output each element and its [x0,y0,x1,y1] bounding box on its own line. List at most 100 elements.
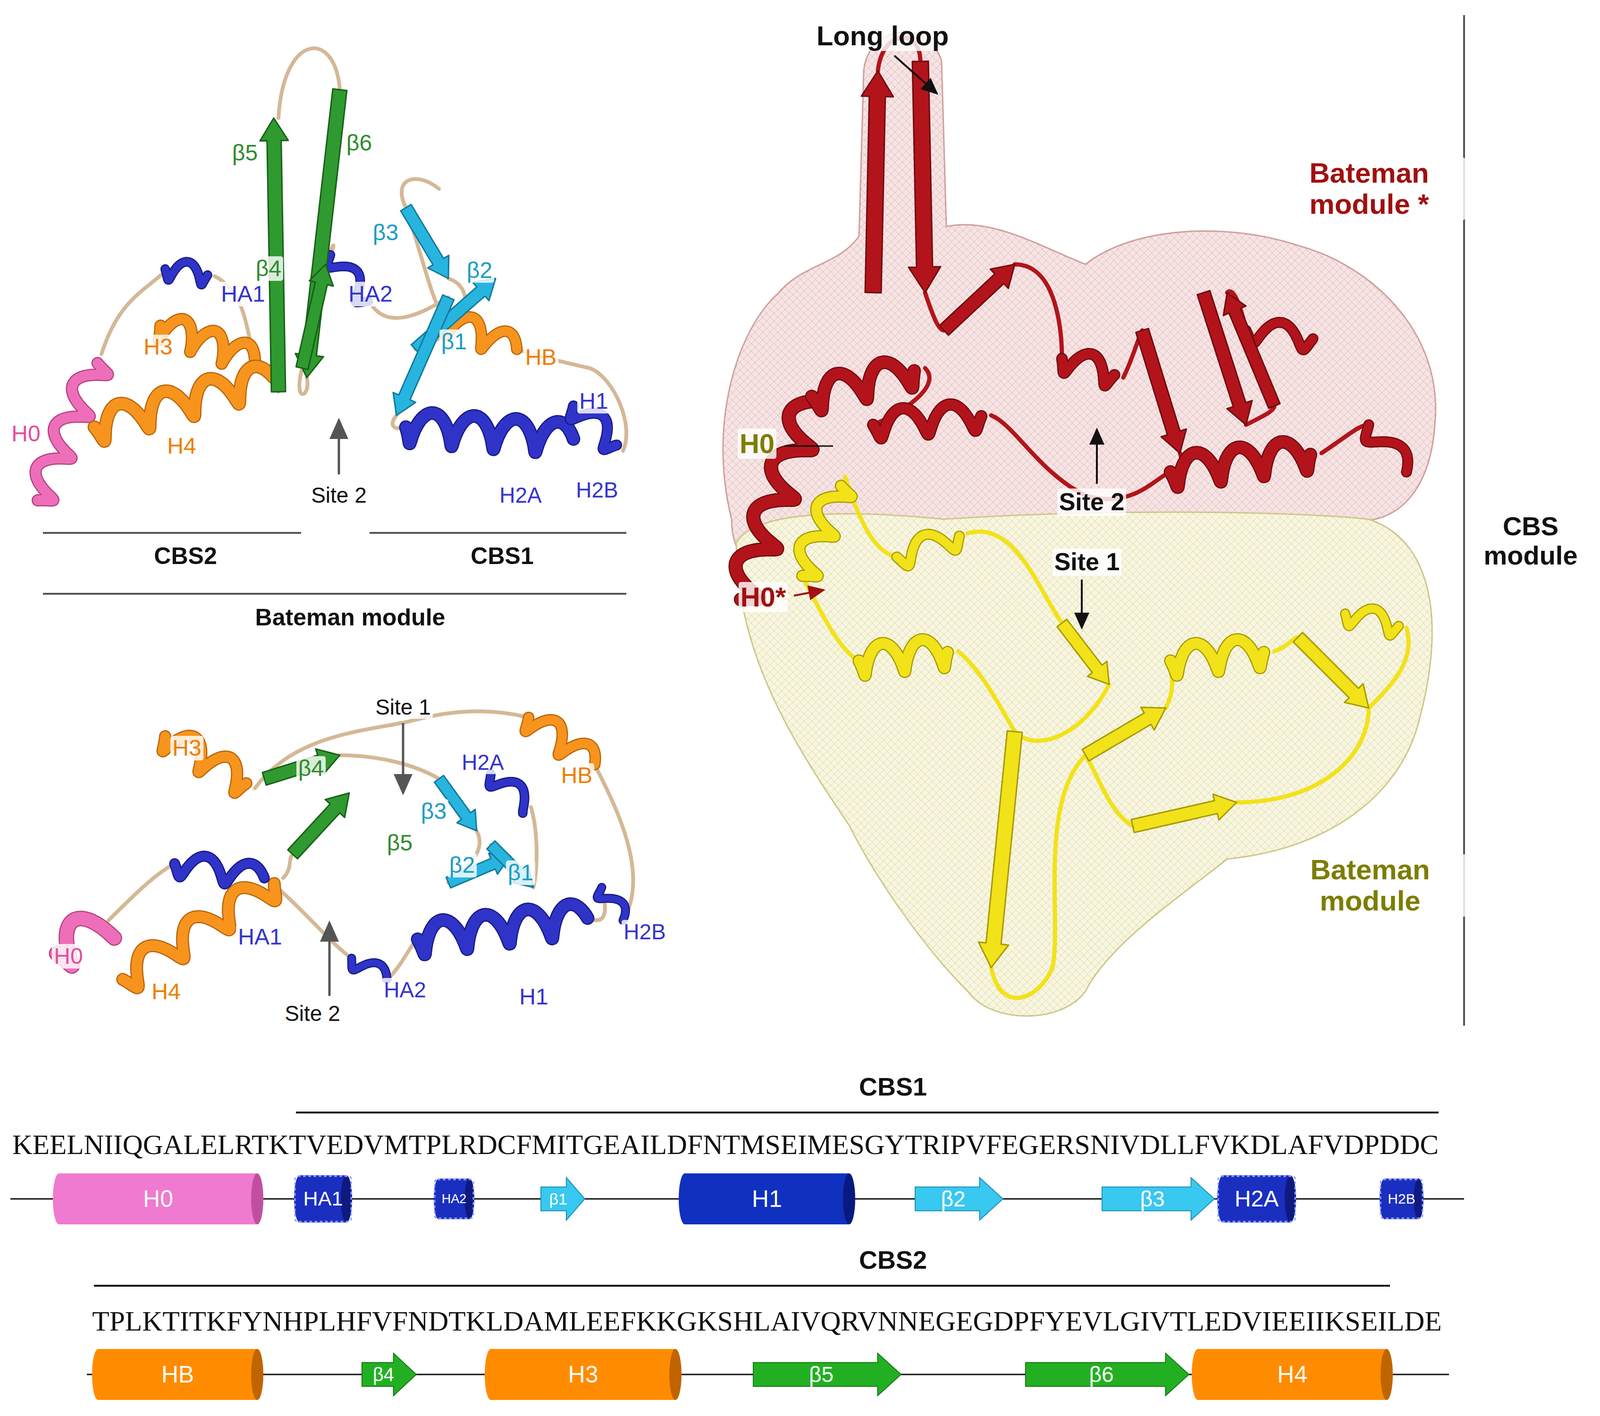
loop-coil [1014,684,1110,742]
label: β3 [370,220,401,246]
helix-ribbon [165,261,208,286]
cylinder-end [1191,1348,1205,1400]
strand-arrow-ribbon [939,264,1015,336]
helix-ribbon-edge [405,412,574,453]
helix-ribbon-edge [1345,608,1399,636]
helix-ribbon-edge [1170,639,1264,676]
strand-arrow-ribbon [393,294,455,416]
helix-cylinder: H1 [678,1173,856,1225]
loop-coil [991,415,1171,499]
strand-arrow-ribbon [400,204,449,279]
helix-ribbon [489,774,525,814]
strand-arrow-ribbon [260,117,289,392]
cylinder-body [438,1178,470,1220]
bracket-line [295,1111,1439,1114]
node-label: HA2 [441,1192,467,1206]
label: Site 2 [309,483,369,508]
label: CBS1 [468,543,536,570]
strand-arrow-ribbon [262,749,340,786]
node-label: HA1 [303,1188,343,1209]
node-label: β4 [372,1364,395,1384]
label: HB [523,345,559,371]
helix-ribbon [1365,424,1408,472]
loop-coil [339,755,439,779]
loop-coil [1236,707,1369,803]
node-label: H0 [143,1187,174,1211]
cylinder-end [1217,1175,1229,1223]
bracket-line [93,1284,1390,1287]
label: H4 [165,433,198,459]
helix-cylinder: HA1 [294,1175,353,1223]
strand-arrow: β6 [1025,1353,1189,1396]
loop-coil [1014,264,1062,359]
strand-arrow-ribbon [908,61,941,293]
bracket-line [42,531,302,534]
label: β6 [344,130,374,156]
helix-ribbon [417,903,588,955]
site-arrow [1095,429,1098,484]
cylinder-body [684,1173,850,1225]
surface-yellow-mesh [736,512,1432,1017]
helix-ribbon-edge [1365,424,1408,472]
strand-arrow-ribbon [295,264,334,370]
cylinder-body [490,1348,676,1400]
label: HB [559,763,595,789]
label: Site 1 [1052,548,1122,576]
node-label: H2B [1387,1191,1415,1206]
helix-cylinder: H2B [1379,1178,1424,1220]
helix-ribbon [799,485,852,577]
label: β3 [419,799,449,825]
cylinder-end [52,1173,66,1225]
label: CBS module [1469,511,1592,570]
helix-ribbon-edge [597,887,626,921]
strand-arrow: β2 [915,1177,1003,1221]
leader-arrow [894,55,937,94]
cylinder-cap [1380,1348,1393,1400]
strand-arrow: β3 [1102,1177,1215,1221]
strand-arrow-shape [362,1353,417,1396]
surface-yellow [736,512,1432,1017]
label: β5 [230,140,260,166]
label: H2A [459,750,506,775]
site-arrow [402,723,405,793]
helix-cylinder: HA2 [433,1178,475,1220]
loop-coil [802,575,859,661]
label: CBS2 [858,1246,927,1274]
helix-ribbon [162,735,247,793]
cylinder-end [92,1348,105,1400]
strand-arrow: β1 [540,1177,585,1221]
site-arrow [1080,579,1083,628]
label: H1 [517,984,550,1010]
bracket-line [369,531,627,534]
node-label: β5 [808,1363,834,1386]
node-label: H4 [1277,1362,1308,1387]
cylinder-body [58,1173,258,1225]
helix-ribbon-edge [1170,441,1311,488]
label: HA2 [381,977,428,1003]
strand-arrow-shape [1102,1177,1215,1221]
label: β5 [385,830,415,856]
sequence-text: TPLKTITKFYNHPLHFVFNDTKLDAMLEEFKKGKSHLAIV… [92,1305,1442,1338]
strand-arrow-ribbon [1057,619,1110,685]
bracket-line [42,592,627,595]
label: H2A [497,483,544,508]
loop-coil [1085,755,1133,826]
helix-ribbon-edge [417,903,588,955]
label: H0 [51,943,85,969]
cylinder-body [1222,1175,1291,1223]
label: Bateman module [253,604,448,631]
label: β2 [464,258,495,284]
strand-arrow-shape [915,1177,1003,1221]
helix-ribbon-edge [735,401,813,600]
helix-ribbon [174,856,265,885]
loop-coil [401,178,439,208]
helix-ribbon-edge [94,366,274,441]
helix-ribbon [405,412,574,453]
label: HA1 [235,924,284,950]
helix-ribbon-edge [174,856,265,885]
helix-cylinder: H3 [484,1348,682,1400]
label: Bateman module * [1272,157,1466,220]
strand-arrow-ribbon [978,730,1023,968]
helix-ribbon-edge [489,774,525,814]
